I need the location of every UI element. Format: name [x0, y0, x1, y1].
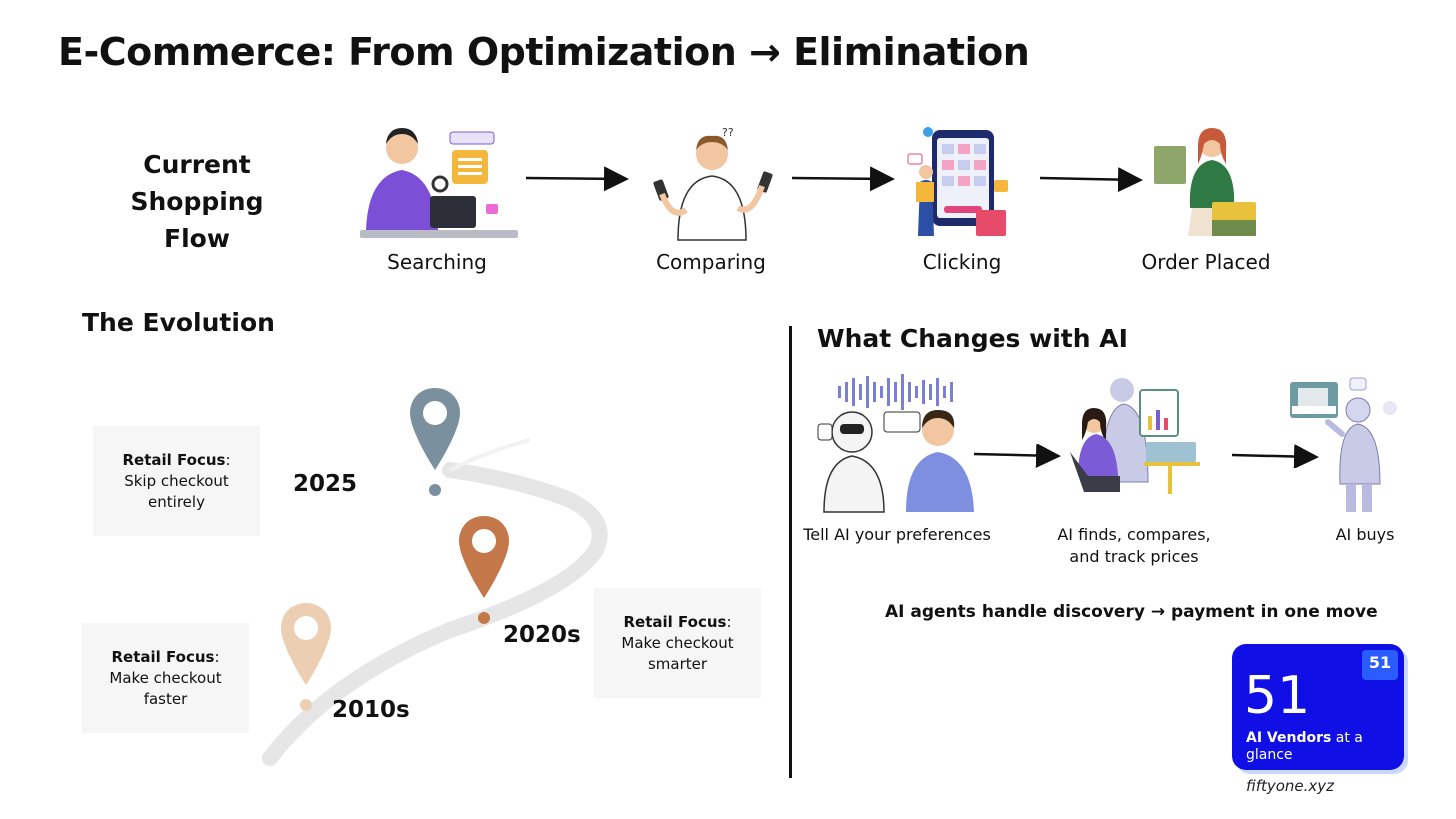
flow-step-label: Searching: [387, 250, 487, 274]
robot-head-icon: [1110, 378, 1134, 402]
arrow-right-icon: [1039, 167, 1143, 193]
shopping-bag-icon: [1154, 146, 1186, 184]
ai-step-label-line: AI finds, compares,: [1057, 525, 1211, 544]
shop-now-button-icon: [944, 206, 982, 213]
ai-step-label: Tell AI your preferences: [796, 524, 998, 546]
desk: [360, 230, 518, 238]
vendor-count: 51: [1244, 666, 1311, 726]
focus-text: Make checkout faster: [109, 668, 222, 708]
chair-icon: [1070, 452, 1120, 492]
flow-step-label: Order Placed: [1141, 250, 1271, 274]
ai-finds-illustration: [1070, 378, 1200, 494]
card-icon: [907, 153, 923, 165]
person-shirt: [366, 170, 438, 230]
ai-changes-title: What Changes with AI: [817, 324, 1128, 353]
arrow-right-icon: [791, 166, 895, 192]
evolution-title: The Evolution: [82, 308, 275, 337]
fiftyone-logo: 51: [1362, 650, 1398, 680]
shopping-bag-icon: [976, 210, 1006, 236]
ai-summary: AI agents handle discovery → payment in …: [885, 602, 1378, 622]
flow-step-label: Comparing: [656, 250, 766, 274]
focus-text: Make checkout smarter: [621, 633, 734, 673]
vendor-card-text-bold: AI Vendors: [1246, 730, 1332, 746]
tell-ai-illustration: [817, 374, 974, 513]
searching-illustration: [360, 128, 518, 238]
person-hair: [1198, 128, 1227, 164]
ai-step-label-line: Tell AI your preferences: [803, 525, 991, 544]
ai-step-label: AI finds, compares, and track prices: [1044, 524, 1224, 568]
person-shirt: [1078, 434, 1118, 476]
comparing-illustration: ??: [653, 126, 773, 241]
person-shirt: [906, 452, 974, 512]
focus-label: Retail Focus: [111, 647, 215, 666]
person-shirt: [1189, 160, 1235, 208]
ai-step-label-line: AI buys: [1335, 525, 1395, 544]
basket-icon: [1349, 377, 1367, 391]
ai-step-label: AI buys: [1320, 524, 1410, 546]
voice-wave-icon: [838, 374, 953, 410]
question-mark-icon: ??: [722, 126, 734, 139]
check-icon: [923, 127, 933, 137]
person-head: [386, 132, 418, 164]
person-head: [696, 138, 728, 170]
road-path: [262, 462, 608, 766]
laptop-icon: [1146, 442, 1196, 462]
flow-heading: Current Shopping Flow: [112, 146, 282, 257]
vendor-card-text-rest: at a glance: [1246, 730, 1363, 763]
cart-icon: [994, 180, 1008, 192]
evolution-road: [262, 438, 608, 766]
map-pin-2020s-icon: [459, 516, 509, 624]
person-shirt: [677, 175, 747, 241]
order-placed-illustration: [1154, 128, 1256, 236]
ai-step-label-line: and track prices: [1069, 547, 1199, 566]
flow-heading-line: Shopping: [130, 187, 264, 216]
person-head: [922, 414, 954, 446]
map-pin-2010s-icon: [281, 603, 331, 711]
vendor-card[interactable]: 51 51 AI Vendors at a glance: [1232, 644, 1404, 770]
person-hair: [386, 128, 418, 144]
ai-flow-arrows: [973, 444, 1319, 468]
section-divider: [789, 326, 792, 778]
focus-text: Skip checkout entirely: [124, 471, 229, 511]
flow-heading-line: Current: [143, 150, 251, 179]
magnifier-icon: [431, 175, 449, 193]
focus-label: Retail Focus: [122, 450, 226, 469]
microphone-icon: [817, 423, 833, 441]
focus-label: Retail Focus: [623, 612, 727, 631]
laptop-icon: [430, 196, 476, 228]
robot-head-icon: [1345, 397, 1371, 423]
robot-body-icon: [823, 455, 885, 513]
flow-arrows: [525, 166, 1143, 193]
year-label: 2020s: [503, 622, 581, 648]
flow-heading-line: Flow: [164, 224, 230, 253]
ai-buys-illustration: [1290, 377, 1397, 512]
search-bar-icon: [449, 131, 495, 145]
arrow-right-icon: [525, 166, 629, 192]
chat-bubble-icon: [486, 204, 498, 214]
arrow-right-icon: [973, 444, 1061, 468]
flow-step-label: Clicking: [922, 250, 1002, 274]
arrow-right-icon: [1231, 444, 1319, 468]
year-label: 2010s: [332, 697, 410, 723]
retail-focus-box: Retail Focus: Make checkout faster: [82, 623, 249, 733]
robot-body-icon: [1339, 423, 1381, 485]
vendor-card-text: AI Vendors at a glance: [1246, 730, 1396, 764]
retail-focus-box: Retail Focus: Make checkout smarter: [594, 588, 761, 698]
person-hair: [696, 135, 728, 150]
retail-focus-box: Retail Focus: Skip checkout entirely: [93, 426, 260, 536]
year-label: 2025: [293, 471, 358, 497]
site-url[interactable]: fiftyone.xyz: [1246, 777, 1335, 795]
chat-bubble-icon: [883, 411, 921, 433]
clicking-illustration: [907, 127, 1008, 236]
star-badge-icon: [1383, 401, 1397, 415]
map-pin-2025-icon: [410, 388, 460, 496]
page-title: E-Commerce: From Optimization → Eliminat…: [58, 30, 1030, 74]
